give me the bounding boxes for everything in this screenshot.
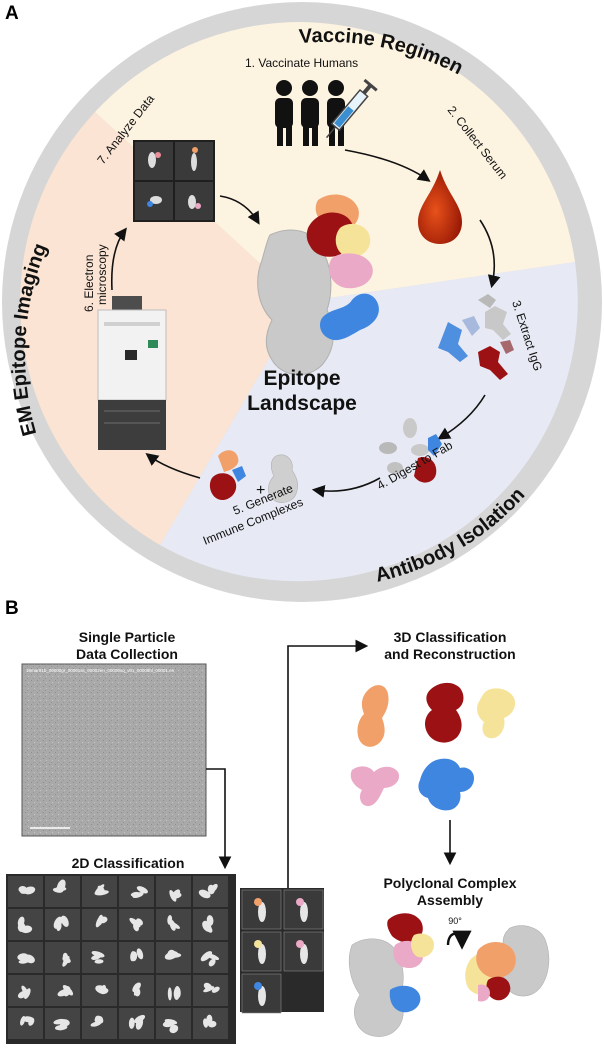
- assembly-view-front: [348, 913, 434, 1037]
- antibody-sector: [160, 262, 578, 582]
- class-2d-cell: [119, 909, 154, 940]
- classification-2d-title: 2D Classification: [72, 855, 185, 871]
- class-2d-cell: [156, 975, 191, 1006]
- class-2d-cell: [45, 942, 80, 973]
- step6-label-line2: microscopy: [95, 244, 109, 305]
- class-2d-cell: [82, 876, 117, 907]
- class-2d-cell: [156, 942, 191, 973]
- microscope-icon: [97, 296, 167, 450]
- reconstruction-orange: [357, 685, 389, 747]
- people-icon: [275, 80, 345, 146]
- reconstruction-dark-red: [425, 682, 464, 743]
- rotation-arrow-icon: [446, 930, 472, 950]
- selected-class-cell: [241, 931, 282, 972]
- arrow-5-6: [145, 453, 201, 479]
- class-2d-cell: [119, 1008, 154, 1039]
- arrow-2d-to-3d: [287, 639, 369, 888]
- igg-molecules: [438, 294, 514, 380]
- class-2d-cell: [82, 942, 117, 973]
- reconstruction-yellow: [477, 688, 516, 739]
- vaccine-sector: [302, 22, 575, 302]
- immune-complex-components: [209, 450, 298, 503]
- micrograph-image: [21, 663, 207, 837]
- class-2d-cell: [8, 909, 43, 940]
- class-2d-cell: [156, 876, 191, 907]
- class-2d-cell: [119, 942, 154, 973]
- arrow-6-7: [110, 227, 127, 291]
- class-2d-cell: [8, 876, 43, 907]
- selected-class-averages: [240, 888, 324, 1014]
- class-2d-cell: [8, 1008, 43, 1039]
- class-2d-cell: [119, 876, 154, 907]
- center-label-line1: Epitope: [264, 367, 341, 390]
- class-2d-cell: [156, 1008, 191, 1039]
- center-label-line2: Landscape: [247, 392, 357, 415]
- class-2d-cell: [82, 909, 117, 940]
- class-2d-cell: [45, 1008, 80, 1039]
- classification-3d-title-line1: 3D Classification: [394, 629, 507, 645]
- rotation-label: 90°: [448, 916, 462, 926]
- class-2d-cell: [119, 975, 154, 1006]
- step1-label: 1. Vaccinate Humans: [245, 56, 358, 70]
- syringe-icon: [325, 78, 378, 139]
- selected-class-cell: [241, 889, 282, 930]
- panel-a: Vaccine Regimen Antibody Isolation EM Ep…: [2, 2, 602, 602]
- assembly-view-rotated: [465, 925, 550, 1002]
- polyclonal-title-line2: Assembly: [417, 892, 483, 908]
- arrow-1-2: [344, 149, 431, 182]
- class-2d-cell: [8, 942, 43, 973]
- selected-class-cell: [283, 889, 324, 930]
- class-2d-cell: [193, 1008, 228, 1039]
- class-2d-cell: [82, 975, 117, 1006]
- panel-letter-a: A: [5, 3, 19, 24]
- reconstruction-blue: [418, 758, 474, 811]
- panel-b: Single Particle Data Collection 19mar01b…: [6, 629, 550, 1044]
- epitope-landscape-model: [257, 194, 379, 376]
- single-particle-title-line1: Single Particle: [79, 629, 176, 645]
- arrow-3-4: [437, 394, 486, 440]
- class-2d-grid: [6, 874, 236, 1044]
- class-2d-cell: [156, 909, 191, 940]
- reconstruction-pink: [350, 766, 400, 806]
- class-2d-cell: [193, 975, 228, 1006]
- class-2d-cell: [193, 942, 228, 973]
- arrow-2-3: [479, 219, 501, 289]
- step6-label-line1: 6. Electron: [82, 255, 96, 312]
- micrograph-caption: 19mar01b_00000gr_00001ss_00002en_00000sq…: [26, 668, 175, 673]
- selected-class-cell: [241, 973, 282, 1014]
- arrow-7-center: [219, 195, 260, 225]
- selected-class-cell: [283, 931, 324, 972]
- fab-fragments: [379, 418, 442, 483]
- class-2d-cell: [45, 876, 80, 907]
- class-2d-cell: [8, 975, 43, 1006]
- polyclonal-title-line1: Polyclonal Complex: [383, 875, 516, 891]
- class-2d-cell: [82, 1008, 117, 1039]
- class-2d-cell: [193, 909, 228, 940]
- panel-letter-b: B: [5, 598, 19, 619]
- plus-sign: +: [256, 482, 265, 499]
- class-average-grid: [133, 140, 215, 222]
- arrow-4-5: [311, 477, 381, 498]
- class-2d-cell: [193, 876, 228, 907]
- class-2d-cell: [45, 909, 80, 940]
- classification-3d-title-line2: and Reconstruction: [384, 646, 515, 662]
- arrow-micrograph-to-2d: [206, 768, 232, 870]
- class-2d-cell: [45, 975, 80, 1006]
- single-particle-title-line2: Data Collection: [76, 646, 178, 662]
- blood-drop-icon: [418, 170, 462, 244]
